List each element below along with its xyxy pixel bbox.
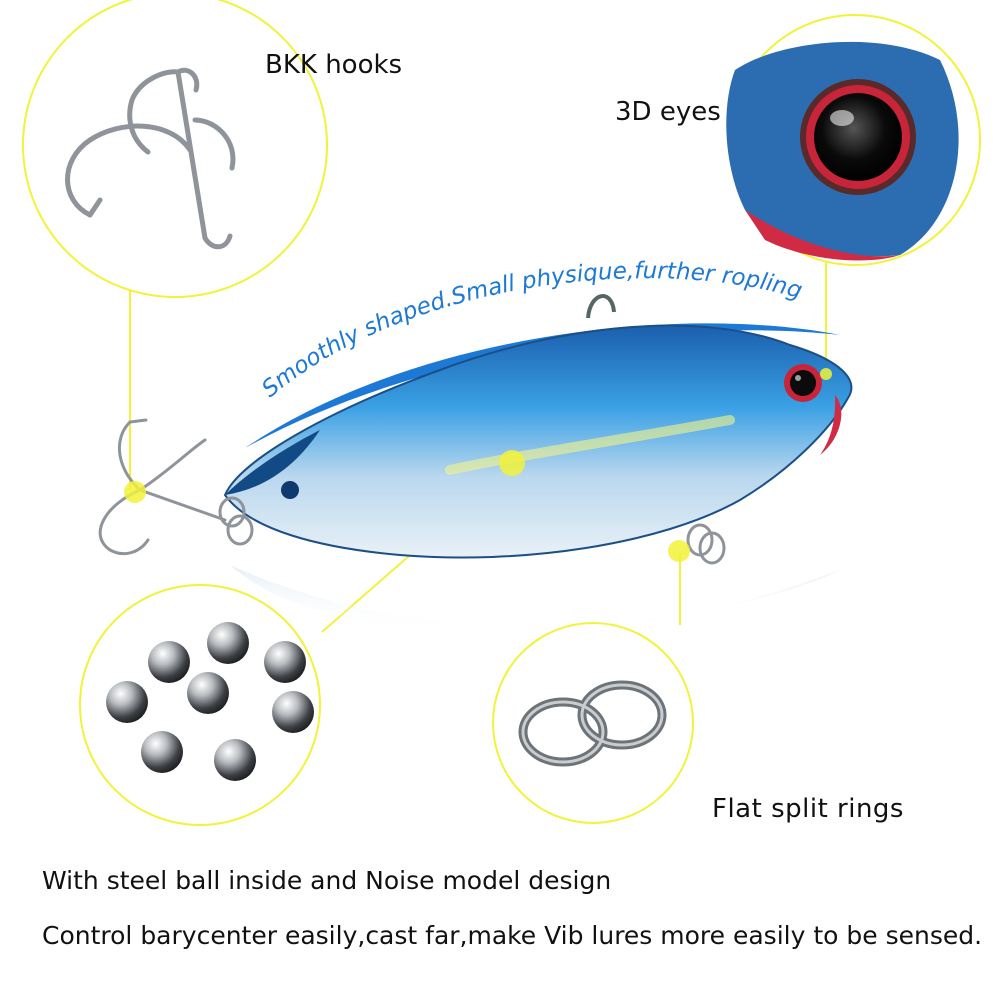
treble-hook-closeup xyxy=(65,67,236,250)
rings-dot xyxy=(668,540,690,562)
body-dot xyxy=(499,450,525,476)
hooks-callout-label: BKK hooks xyxy=(265,50,403,80)
callout-dots xyxy=(124,368,832,562)
hooks-callout-circle xyxy=(22,0,328,298)
hooks-dot xyxy=(124,481,146,503)
vib-lure xyxy=(223,294,853,559)
description-line-1: With steel ball inside and Noise model d… xyxy=(42,866,612,895)
eyes-dot xyxy=(820,368,832,380)
rings-callout-circle xyxy=(492,622,694,824)
balls-callout-circle xyxy=(79,584,321,826)
lure-top-eyelet xyxy=(586,294,616,319)
lure-reflection xyxy=(230,565,840,635)
steel-balls xyxy=(106,622,314,781)
description-line-2: Control barycenter easily,cast far,make … xyxy=(42,921,983,950)
eyes-callout-label: 3D eyes xyxy=(615,97,721,127)
eye-closeup xyxy=(726,41,959,261)
rings-callout-label: Flat split rings xyxy=(712,794,904,824)
